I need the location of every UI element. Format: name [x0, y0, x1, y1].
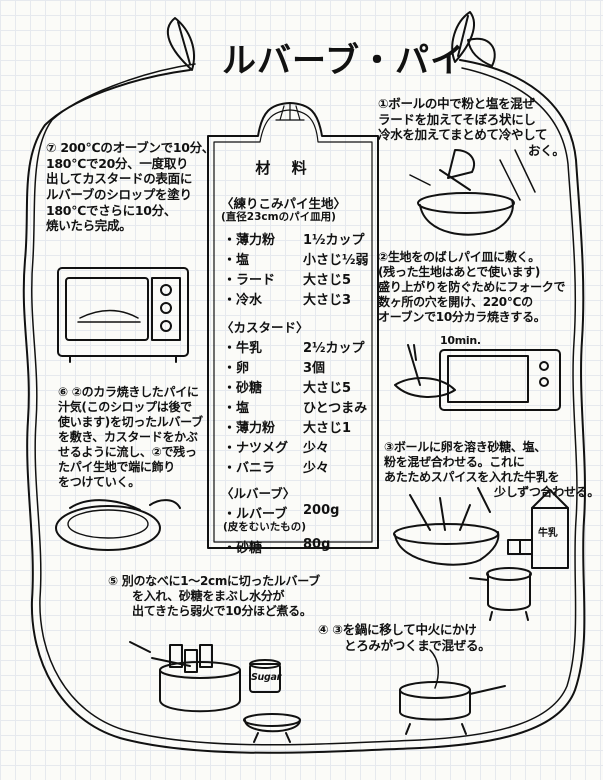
ingredient-row: ・ナツメグ少々 [223, 441, 330, 456]
step-1-text: ①ボールの中で粉と塩を混ぜラードを加えてそぼろ状にし冷水を加えてまとめて冷やして… [378, 96, 565, 158]
rhubarb-pot-illustration [159, 669, 241, 713]
ingredient-note: (皮をむいたもの) [223, 521, 307, 533]
milk-carton-illustration [531, 507, 569, 569]
rhubarb-leaf-right [451, 11, 475, 63]
step-2-text: ②生地をのばしパイ皿に敷く。(残った生地はあとで使います)盛り上がりを防ぐために… [378, 250, 566, 324]
sugar-jar-label: Sugar [251, 672, 282, 683]
custard-header: 〈カスタード〉 [221, 320, 309, 335]
sugar-jar-illustration [249, 663, 281, 693]
ingredient-row: ・ラード大さじ5 [223, 273, 352, 288]
recipe-card-inner [213, 109, 373, 543]
ingredient-row: ・冷水大さじ3 [223, 293, 352, 308]
ingredient-row: ・薄力粉大さじ1 [223, 421, 352, 436]
milk-carton-label: 牛乳 [538, 528, 558, 539]
recipe-card-outline [207, 102, 379, 549]
saucepan-illustration [487, 573, 531, 611]
step-7-text: ⑦ 200℃のオーブンで10分、180℃で20分、一度取り出してカスタードの表面… [46, 140, 215, 234]
rhubarb-header: 〈ルバーブ〉 [221, 486, 296, 501]
mixing-bowl-illustration [419, 199, 514, 236]
timer-label: 10min. [440, 334, 481, 347]
page-title: ルバーブ・パイ [222, 41, 465, 81]
custard-pan-illustration [399, 689, 471, 721]
pastry-header: 〈練りこみパイ生地〉 [221, 196, 347, 211]
rhubarb-pie-illustration [55, 505, 161, 551]
custard-bowl-illustration [394, 531, 500, 566]
card-fan-ornament [275, 103, 305, 121]
pastry-note: (直径23cmのパイ皿用) [221, 211, 336, 223]
ingredient-row: ・塩ひとつまみ [223, 401, 368, 416]
wavy-border [22, 59, 586, 754]
ingredients-heading: 材 料 [255, 159, 315, 177]
knife-icon [129, 641, 191, 667]
oven-illustration [57, 267, 189, 357]
ingredient-row: ・バニラ少々 [223, 461, 330, 476]
ingredient-row: ・塩小さじ½弱 [223, 253, 369, 268]
ingredient-row: ・砂糖大さじ5 [223, 381, 352, 396]
step-4-text: ④ ③を鍋に移して中火にかけとろみがつくまで混ぜる。 [318, 622, 491, 653]
step-5-text: ⑤ 別のなべに1〜2cmに切ったルバーブを入れ、砂糖をまぶし水分が出てきたら弱火… [108, 574, 320, 618]
fork-icon [407, 344, 421, 386]
step-6-text: ⑥ ②のカラ焼きしたパイに汁気(このシロップは後で使います)を切ったルバーブ を… [58, 385, 203, 489]
step-3-text: ③ボールに卵を溶き砂糖、塩、粉を混ぜ合わせる。これにあたためスパイスを入れた牛乳… [384, 440, 600, 499]
rhubarb-leaf-left [166, 17, 195, 71]
